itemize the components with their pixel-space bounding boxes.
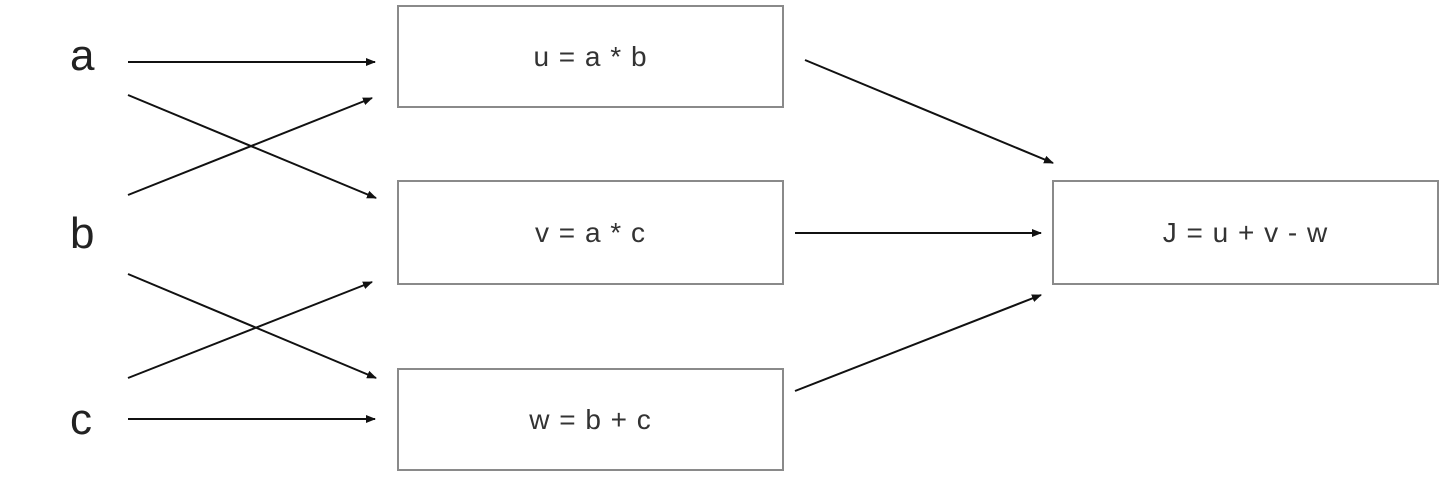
node-w-box: w = b + c xyxy=(397,368,784,471)
node-J-box: J = u + v - w xyxy=(1052,180,1439,285)
node-u-label: u = a * b xyxy=(533,40,648,72)
input-label-c: c xyxy=(70,395,92,444)
edge-u-to-J xyxy=(804,59,1054,164)
node-J-label: J = u + v - w xyxy=(1162,216,1329,248)
edge-b-to-u xyxy=(127,97,373,196)
input-label-a: a xyxy=(70,31,95,80)
edge-b-to-w xyxy=(127,273,377,379)
edge-w-to-J xyxy=(794,294,1042,392)
edge-c-to-v xyxy=(127,281,373,379)
node-v-label: v = a * c xyxy=(535,216,646,248)
node-v-box: v = a * c xyxy=(397,180,784,285)
node-w-label: w = b + c xyxy=(529,403,652,435)
input-label-b: b xyxy=(70,209,95,258)
node-u-box: u = a * b xyxy=(397,5,784,108)
